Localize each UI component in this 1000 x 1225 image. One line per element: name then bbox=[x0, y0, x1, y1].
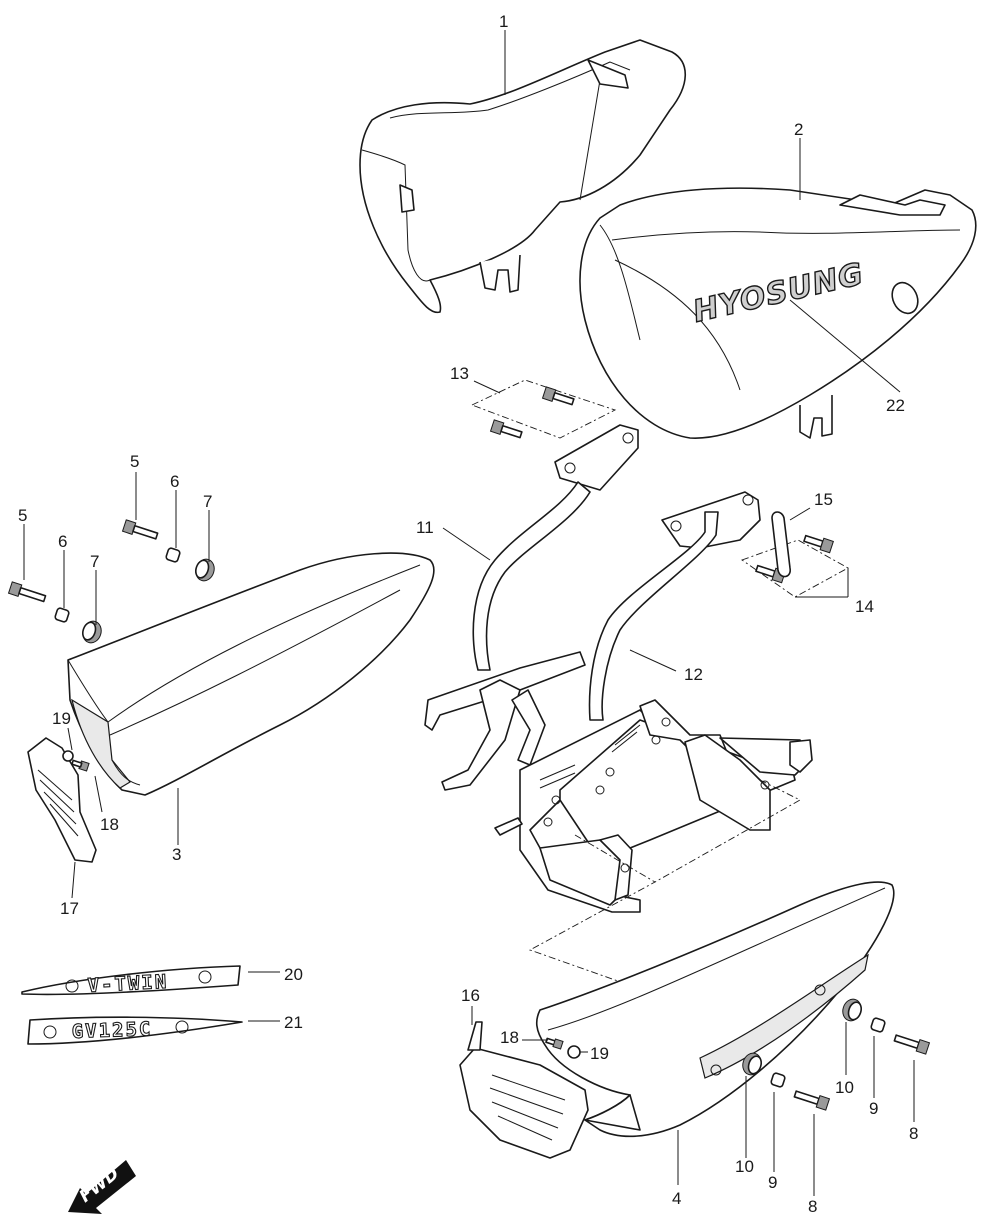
callout-16: 16 bbox=[461, 986, 480, 1005]
callout-17: 17 bbox=[60, 899, 79, 918]
callout-19b: 19 bbox=[590, 1044, 609, 1063]
grommet-icon bbox=[742, 1052, 763, 1076]
callout-1: 1 bbox=[499, 12, 508, 31]
callout-18a: 18 bbox=[100, 815, 119, 834]
callout-5a: 5 bbox=[130, 452, 139, 471]
callout-19a: 19 bbox=[52, 709, 71, 728]
bolt-icon bbox=[541, 386, 575, 406]
callout-8b: 8 bbox=[808, 1197, 817, 1216]
clip-icon bbox=[771, 511, 791, 578]
bolt-icon bbox=[489, 419, 523, 439]
callout-5b: 5 bbox=[18, 506, 27, 525]
callout-6a: 6 bbox=[170, 472, 179, 491]
emblem-gv125c: GV125C bbox=[27, 1016, 243, 1045]
part-11-12-brackets bbox=[424, 424, 813, 1011]
callout-7a: 7 bbox=[203, 492, 212, 511]
part-17-grille-left bbox=[27, 737, 97, 863]
callout-20: 20 bbox=[284, 965, 303, 984]
part-16-grille-right bbox=[459, 1021, 589, 1159]
callout-labels: 1 2 22 13 11 12 15 14 5 6 7 5 6 7 19 18 … bbox=[18, 12, 918, 1216]
grommet-icon bbox=[842, 998, 863, 1022]
spacer-icon bbox=[870, 1017, 886, 1033]
part-13-bolts bbox=[470, 379, 617, 439]
bolt-icon bbox=[793, 1090, 831, 1111]
spacer-icon bbox=[54, 607, 70, 623]
callout-11: 11 bbox=[416, 518, 434, 537]
spacer-icon bbox=[165, 547, 181, 563]
callout-10b: 10 bbox=[735, 1157, 754, 1176]
bolt-icon bbox=[121, 519, 159, 540]
callout-10a: 10 bbox=[835, 1078, 854, 1097]
callout-9b: 9 bbox=[768, 1173, 777, 1192]
gv125c-text: GV125C bbox=[71, 1018, 152, 1043]
callout-13: 13 bbox=[450, 364, 469, 383]
part-14-15-bolts bbox=[741, 511, 849, 598]
left-fasteners-lower bbox=[7, 581, 102, 644]
callout-18b: 18 bbox=[500, 1028, 519, 1047]
callout-7b: 7 bbox=[90, 552, 99, 571]
part-4-right-cover bbox=[535, 881, 895, 1138]
leader-lines bbox=[23, 30, 915, 1196]
spacer-icon bbox=[770, 1072, 786, 1088]
callout-12: 12 bbox=[684, 665, 703, 684]
callout-6b: 6 bbox=[58, 532, 67, 551]
callout-14: 14 bbox=[855, 597, 874, 616]
part-2-side-cover: HYOSUNG bbox=[579, 187, 977, 439]
callout-21: 21 bbox=[284, 1013, 303, 1032]
grommet-icon bbox=[194, 558, 215, 582]
callout-2: 2 bbox=[794, 120, 803, 139]
callout-9a: 9 bbox=[869, 1099, 878, 1118]
fwd-arrow-icon: FWD bbox=[68, 1160, 136, 1214]
grommet-icon bbox=[81, 620, 102, 644]
part-3-left-cover bbox=[67, 552, 435, 796]
screw-icon bbox=[71, 759, 90, 772]
part-1-inner-cover bbox=[359, 39, 686, 314]
callout-3: 3 bbox=[172, 845, 181, 864]
callout-22: 22 bbox=[886, 396, 905, 415]
bolt-icon bbox=[7, 581, 47, 603]
right-fasteners-lower bbox=[742, 1052, 831, 1111]
bolt-icon bbox=[803, 534, 834, 554]
right-fasteners-upper bbox=[842, 998, 931, 1055]
callout-15: 15 bbox=[814, 490, 833, 509]
callout-8a: 8 bbox=[909, 1124, 918, 1143]
callout-4: 4 bbox=[672, 1189, 681, 1208]
bolt-icon bbox=[893, 1034, 931, 1055]
emblem-v-twin: V-TWIN bbox=[21, 965, 241, 998]
v-twin-text: V-TWIN bbox=[87, 971, 169, 997]
left-fasteners-upper bbox=[121, 519, 215, 582]
